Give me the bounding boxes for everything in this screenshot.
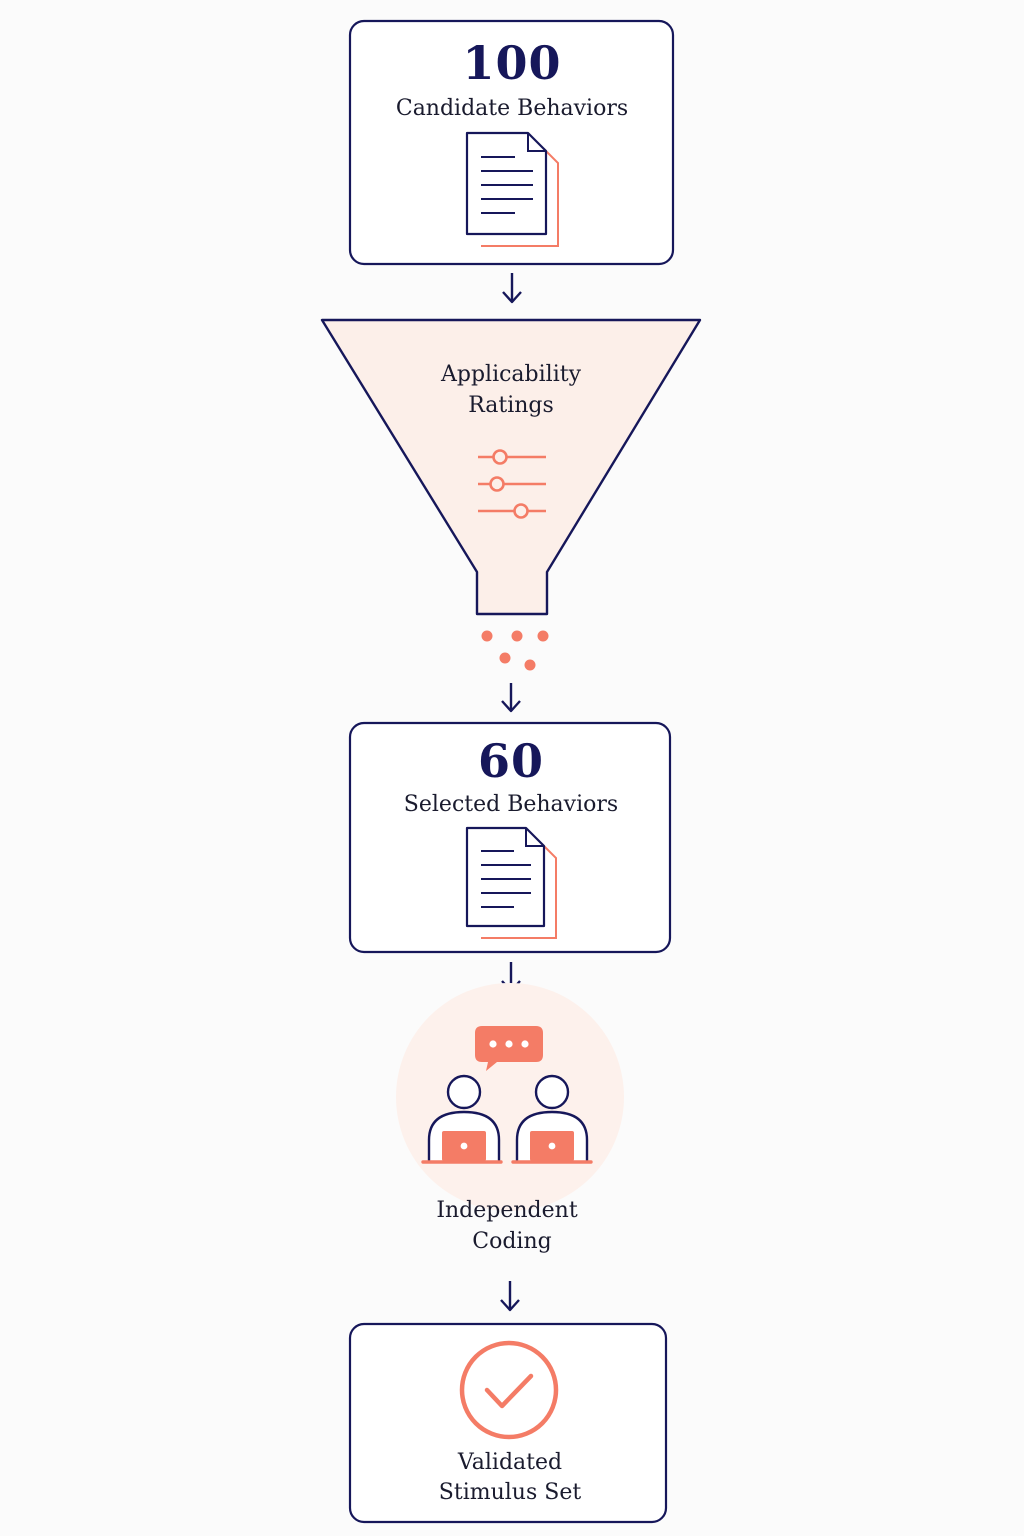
coder-right-icon — [511, 1074, 593, 1164]
ratings-label-line1: Applicability — [440, 362, 582, 387]
ratings-label-line2: Ratings — [468, 393, 554, 418]
document-stack-icon — [465, 131, 559, 247]
arrow-down-icon — [502, 273, 522, 304]
document-stack-icon — [465, 826, 557, 939]
funnel-shape — [320, 318, 702, 616]
candidate-label: Candidate Behaviors — [395, 96, 629, 121]
sliders-icon — [478, 449, 546, 519]
filtered-dots — [481, 630, 549, 671]
coding-label-line2: Coding — [472, 1229, 552, 1254]
check-circle-icon — [459, 1340, 559, 1440]
selected-label: Selected Behaviors — [403, 792, 619, 817]
coding-circle — [396, 983, 624, 1211]
arrow-down-icon — [500, 1281, 520, 1312]
coder-left-icon — [421, 1074, 503, 1164]
validated-label-line2: Stimulus Set — [438, 1480, 582, 1505]
candidate-count: 100 — [462, 36, 562, 90]
arrow-down-icon — [501, 683, 521, 713]
speech-bubble-icon — [475, 1026, 543, 1071]
validated-label-line1: Validated — [457, 1450, 563, 1475]
validated-set-box — [348, 1322, 668, 1524]
selected-count: 60 — [477, 734, 544, 788]
coding-label-line1: Independent — [436, 1198, 578, 1223]
